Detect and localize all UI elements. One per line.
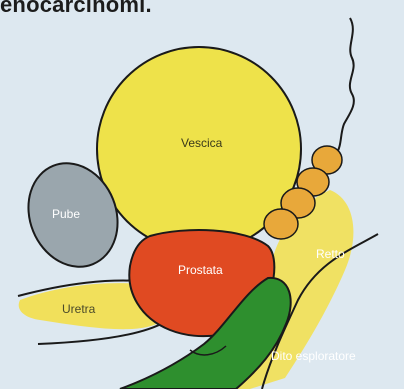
label-prostate: Prostata [178, 263, 223, 277]
label-urethra: Uretra [62, 302, 96, 316]
label-finger: Dito esploratore [271, 349, 356, 363]
sacrum-outline [336, 18, 354, 154]
label-rectum: Retto [316, 247, 345, 261]
label-bladder: Vescica [181, 136, 223, 150]
label-pubis: Pube [52, 207, 80, 221]
